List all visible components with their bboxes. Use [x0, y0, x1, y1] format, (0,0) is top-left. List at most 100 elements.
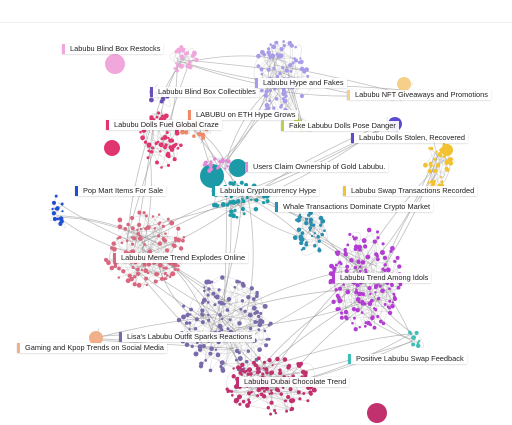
- graph-node[interactable]: [225, 387, 229, 391]
- graph-node[interactable]: [289, 69, 293, 73]
- graph-node[interactable]: [132, 236, 137, 241]
- graph-node[interactable]: [246, 349, 251, 353]
- graph-node[interactable]: [382, 255, 388, 261]
- graph-node[interactable]: [376, 236, 380, 240]
- graph-node[interactable]: [429, 180, 433, 184]
- graph-node[interactable]: [299, 66, 305, 72]
- graph-node[interactable]: [435, 163, 441, 168]
- graph-node[interactable]: [157, 213, 161, 216]
- graph-node[interactable]: [233, 398, 238, 403]
- graph-node[interactable]: [185, 312, 190, 318]
- graph-node[interactable]: [147, 149, 150, 153]
- graph-node[interactable]: [304, 221, 309, 226]
- graph-node[interactable]: [98, 336, 102, 339]
- graph-node[interactable]: [241, 199, 246, 204]
- graph-node[interactable]: [306, 399, 310, 403]
- graph-node[interactable]: [191, 344, 194, 348]
- hub-node[interactable]: [397, 77, 411, 91]
- graph-node[interactable]: [299, 93, 304, 99]
- graph-node[interactable]: [390, 117, 394, 122]
- graph-node[interactable]: [146, 156, 150, 160]
- graph-node[interactable]: [423, 162, 428, 168]
- graph-node[interactable]: [247, 400, 252, 405]
- graph-node[interactable]: [339, 262, 343, 266]
- graph-node[interactable]: [258, 318, 263, 323]
- graph-node[interactable]: [282, 40, 286, 43]
- graph-node[interactable]: [357, 247, 362, 252]
- graph-node[interactable]: [345, 289, 351, 295]
- graph-node[interactable]: [268, 99, 272, 103]
- graph-node[interactable]: [334, 263, 338, 267]
- graph-node[interactable]: [343, 247, 347, 252]
- graph-node[interactable]: [228, 213, 232, 217]
- graph-node[interactable]: [216, 166, 220, 170]
- graph-node[interactable]: [127, 273, 132, 278]
- graph-node[interactable]: [173, 268, 177, 272]
- graph-node[interactable]: [189, 313, 192, 316]
- graph-node[interactable]: [433, 157, 437, 161]
- graph-node[interactable]: [180, 129, 185, 135]
- graph-node[interactable]: [281, 97, 286, 101]
- graph-node[interactable]: [416, 341, 420, 344]
- graph-node[interactable]: [339, 315, 344, 320]
- graph-node[interactable]: [237, 356, 243, 361]
- graph-node[interactable]: [208, 166, 214, 172]
- graph-node[interactable]: [181, 238, 185, 243]
- graph-node[interactable]: [363, 324, 367, 328]
- graph-node[interactable]: [278, 71, 282, 76]
- hub-node[interactable]: [105, 54, 125, 74]
- graph-node[interactable]: [175, 64, 180, 68]
- graph-node[interactable]: [61, 210, 64, 213]
- graph-node[interactable]: [257, 314, 261, 319]
- graph-node[interactable]: [376, 296, 381, 301]
- graph-node[interactable]: [299, 57, 302, 60]
- graph-node[interactable]: [415, 343, 421, 349]
- graph-node[interactable]: [297, 364, 300, 368]
- graph-node[interactable]: [265, 199, 270, 204]
- graph-node[interactable]: [167, 136, 170, 140]
- graph-node[interactable]: [136, 231, 141, 236]
- graph-node[interactable]: [388, 287, 391, 291]
- graph-node[interactable]: [176, 146, 180, 150]
- graph-node[interactable]: [285, 409, 289, 413]
- graph-node[interactable]: [332, 269, 336, 274]
- graph-node[interactable]: [374, 291, 377, 294]
- graph-node[interactable]: [392, 292, 396, 296]
- label-swap-recorded[interactable]: Labubu Swap Transactions Recorded: [343, 186, 478, 196]
- graph-node[interactable]: [298, 397, 302, 401]
- graph-node[interactable]: [131, 266, 135, 269]
- graph-node[interactable]: [319, 223, 323, 227]
- graph-node[interactable]: [344, 268, 349, 274]
- graph-node[interactable]: [317, 239, 321, 243]
- graph-node[interactable]: [233, 208, 237, 212]
- graph-node[interactable]: [60, 202, 64, 206]
- graph-node[interactable]: [54, 207, 57, 211]
- label-lisa-outfit[interactable]: Lisa's Labubu Outfit Sparks Reactions: [119, 332, 256, 342]
- graph-node[interactable]: [240, 299, 245, 303]
- graph-node[interactable]: [304, 217, 309, 221]
- graph-node[interactable]: [226, 390, 230, 394]
- graph-node[interactable]: [249, 198, 253, 201]
- graph-node[interactable]: [214, 348, 218, 351]
- graph-node[interactable]: [271, 44, 277, 50]
- graph-node[interactable]: [278, 53, 284, 59]
- graph-node[interactable]: [227, 298, 231, 302]
- graph-node[interactable]: [241, 283, 246, 288]
- graph-node[interactable]: [335, 251, 340, 256]
- graph-node[interactable]: [220, 159, 225, 164]
- graph-node[interactable]: [226, 327, 230, 331]
- label-whale-transactions[interactable]: Whale Transactions Dominate Crypto Marke…: [275, 202, 434, 212]
- graph-node[interactable]: [281, 66, 285, 70]
- graph-node[interactable]: [313, 244, 317, 248]
- graph-node[interactable]: [176, 226, 181, 231]
- graph-node[interactable]: [313, 232, 317, 235]
- graph-node[interactable]: [190, 54, 195, 58]
- graph-node[interactable]: [308, 390, 313, 395]
- graph-node[interactable]: [250, 390, 253, 394]
- graph-node[interactable]: [353, 316, 356, 320]
- graph-node[interactable]: [320, 232, 324, 237]
- graph-node[interactable]: [270, 53, 276, 59]
- graph-node[interactable]: [221, 203, 225, 207]
- graph-node[interactable]: [159, 150, 162, 153]
- graph-node[interactable]: [337, 307, 341, 311]
